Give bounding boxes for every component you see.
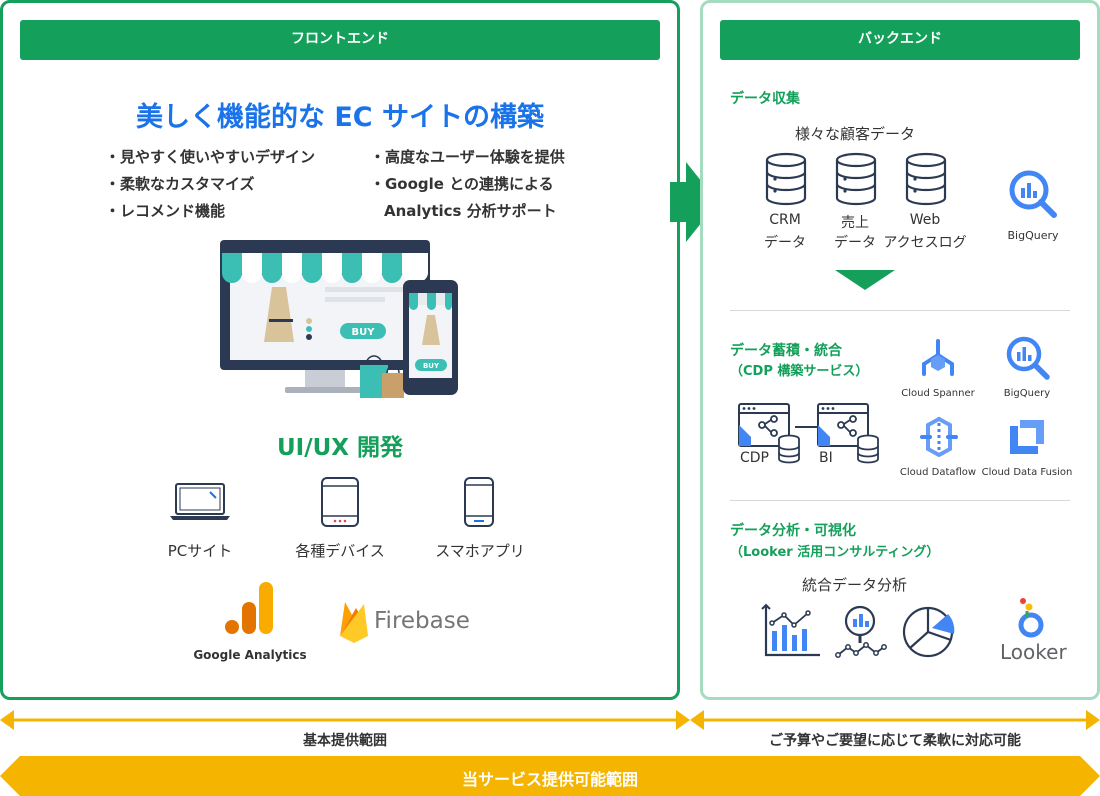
analyze-title: データ分析・可視化 [730, 523, 856, 539]
connector-line [795, 426, 820, 428]
service-scope-label: 当サービス提供可能範囲 [461, 770, 638, 789]
basic-scope-arrow [0, 710, 690, 730]
device-pc-label: PCサイト [167, 542, 233, 560]
smartphone-icon [464, 477, 494, 527]
frontend-title: 美しく機能的な EC サイトの構築 [135, 102, 545, 133]
bigquery-icon [1006, 336, 1050, 380]
cloud-data-fusion-label: Cloud Data Fusion [981, 467, 1073, 478]
store-title: データ蓄積・統合 [730, 343, 842, 359]
device-various-label: 各種デバイス [295, 542, 385, 560]
arrow-down-icon [835, 270, 895, 290]
bi-label: BI [819, 450, 833, 466]
source-web-line2: アクセスログ [883, 235, 967, 251]
divider [730, 310, 1070, 311]
basic-scope-label: 基本提供範囲 [303, 733, 387, 749]
pie-chart-icon [902, 606, 955, 658]
source-sales-line2: データ [834, 235, 876, 251]
bigquery-icon [1009, 170, 1057, 218]
backend-panel [700, 0, 1100, 700]
backend-header: バックエンド [720, 20, 1080, 60]
bullet-analytics: Analytics 分析サポート [384, 202, 557, 220]
bullet-recommend: ・レコメンド機能 [105, 202, 226, 220]
frontend-header: フロントエンド [20, 20, 660, 60]
cloud-dataflow-label: Cloud Dataflow [899, 467, 977, 478]
tablet-icon [321, 477, 359, 527]
bullet-ux: ・高度なユーザー体験を提供 [370, 148, 565, 166]
flow-arrow-right [670, 162, 718, 242]
bar-chart-icon [761, 603, 820, 657]
store-subtitle: （CDP 構築サービス） [730, 364, 869, 379]
bigquery-label: BigQuery [1007, 229, 1059, 242]
optional-scope-label: ご予算やご要望に応じて柔軟に対応可能 [769, 733, 1021, 749]
bullet-customize: ・柔軟なカスタマイズ [105, 175, 255, 193]
cloud-dataflow-icon [920, 416, 958, 458]
uiux-title: UI/UX 開発 [276, 435, 404, 461]
database-icon [765, 152, 807, 206]
buy-label: BUY [352, 327, 376, 338]
analyze-label: 統合データ分析 [802, 576, 908, 594]
service-scope-bar [0, 756, 1100, 796]
source-crm-line1: CRM [769, 212, 801, 228]
magnifier-chart-icon [835, 605, 887, 658]
cloud-spanner-label: Cloud Spanner [901, 388, 975, 399]
looker-icon [1018, 598, 1044, 638]
bullet-design: ・見やすく使いやすいデザイン [105, 148, 316, 166]
buy-label-phone: BUY [423, 362, 440, 370]
optional-scope-arrow [690, 710, 1100, 730]
collect-title: データ収集 [730, 91, 800, 107]
analyze-subtitle: （Looker 活用コンサルティング） [730, 545, 940, 560]
looker-label: Looker [1000, 640, 1067, 664]
cdp-label: CDP [740, 450, 769, 466]
firebase-icon [340, 602, 368, 643]
google-analytics-label: Google Analytics [193, 648, 307, 662]
bigquery-label-store: BigQuery [1003, 388, 1051, 399]
source-sales-line1: 売上 [841, 215, 869, 231]
divider [730, 500, 1070, 501]
database-icon [835, 152, 877, 206]
cloud-spanner-icon [922, 339, 954, 376]
database-icon [905, 152, 947, 206]
bullet-google: ・Google との連携による [370, 175, 554, 193]
bi-icon [817, 403, 879, 464]
cdp-icon [738, 403, 800, 464]
firebase-label: Firebase [374, 608, 470, 634]
source-web-line1: Web [909, 212, 941, 228]
device-app-label: スマホアプリ [435, 542, 525, 560]
cloud-data-fusion-icon [1010, 420, 1044, 454]
collect-subtitle: 様々な顧客データ [795, 125, 916, 143]
source-crm-line2: データ [764, 235, 806, 251]
laptop-icon [170, 483, 230, 520]
google-analytics-icon [225, 582, 273, 634]
ec-illustration: BUY BUY [220, 240, 458, 398]
